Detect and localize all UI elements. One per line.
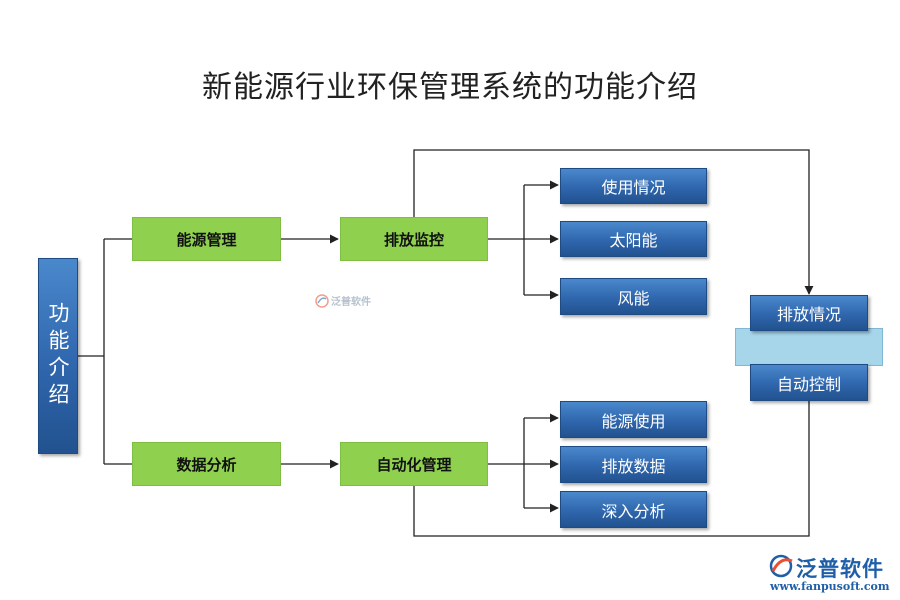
connector-top-loop (413, 149, 814, 295)
node-energy-use: 能源使用 (560, 401, 707, 438)
brand-logo-url: www.fanpusoft.com (770, 580, 890, 593)
node-emission-data: 排放数据 (560, 446, 707, 483)
node-usage: 使用情况 (560, 168, 707, 204)
watermark-logo-icon (315, 293, 329, 308)
connector-emission-fanout (488, 185, 525, 295)
node-auto-control: 自动控制 (750, 364, 868, 401)
node-emission-status: 排放情况 (750, 295, 868, 331)
right-connector-band (735, 328, 883, 366)
watermark-text: 泛普软件 (331, 297, 371, 308)
node-emission-monitoring: 排放监控 (340, 217, 488, 261)
brand-logo: 泛普软件 www.fanpusoft.com (766, 553, 896, 597)
brand-logo-name: 泛普软件 (796, 557, 884, 581)
brand-logo-icon (769, 554, 793, 578)
node-data-analysis: 数据分析 (132, 442, 281, 486)
node-energy-management: 能源管理 (132, 217, 281, 261)
diagram-title: 新能源行业环保管理系统的功能介绍 (202, 70, 698, 105)
node-automation-management: 自动化管理 (340, 442, 488, 486)
node-wind: 风能 (560, 278, 707, 315)
connector-root-bracket (78, 238, 132, 465)
node-deep-analysis: 深入分析 (560, 491, 707, 528)
node-solar: 太阳能 (560, 221, 707, 257)
center-watermark: 泛普软件 (315, 293, 371, 308)
connector-bottom-loop (413, 401, 810, 537)
connector-auto-fanout (488, 418, 525, 508)
root-node: 功能介绍 (38, 258, 78, 454)
